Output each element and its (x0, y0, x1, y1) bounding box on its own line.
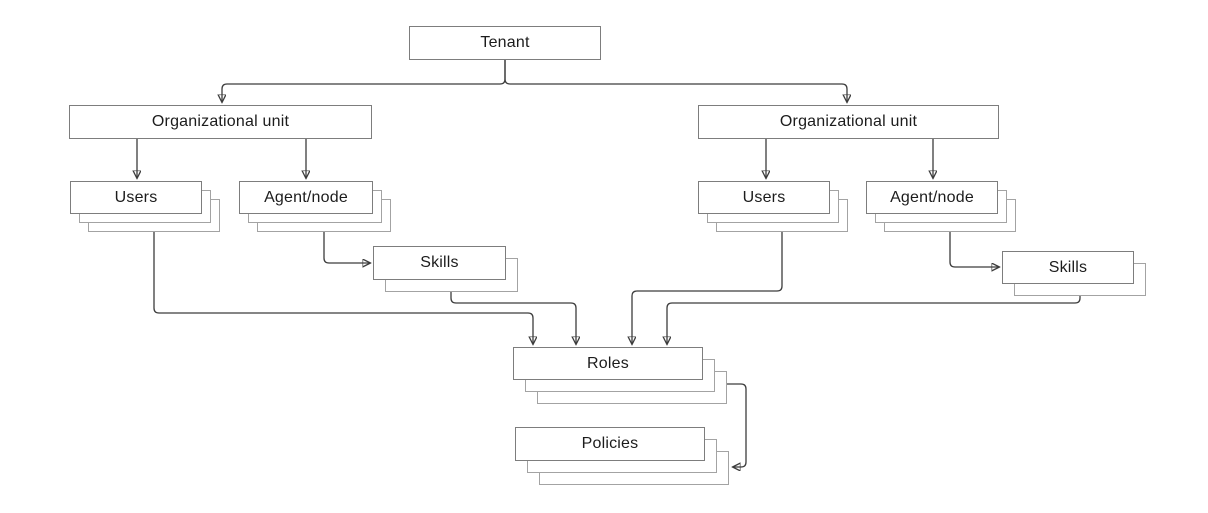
node-org-unit-right-label: Organizational unit (779, 113, 918, 130)
node-skills-left-label: Skills (420, 254, 459, 271)
node-org-unit-right: Organizational unit (698, 105, 999, 139)
edge-users-right-to-roles (632, 232, 783, 344)
node-skills-right: Skills (1002, 251, 1146, 296)
node-tenant-label: Tenant (480, 34, 530, 51)
node-org-unit-left-label: Organizational unit (151, 113, 290, 130)
node-skills-left: Skills (373, 246, 518, 292)
edge-agent-right-to-skills (949, 232, 999, 267)
edge-agent-left-to-skills (323, 232, 370, 263)
edge-tenant-to-org-right (504, 60, 847, 102)
node-agent-node-left-label: Agent/node (264, 188, 348, 206)
edge-roles-to-policies (727, 383, 747, 467)
edge-skills-right-to-roles (667, 296, 1081, 344)
edge-skills-left-to-roles (450, 292, 576, 344)
node-skills-right-label: Skills (1048, 258, 1088, 276)
node-tenant: Tenant (409, 26, 601, 60)
node-agent-node-right: Agent/node (866, 181, 1016, 232)
node-roles-label: Roles (587, 354, 629, 372)
node-agent-node-right-label: Agent/node (890, 188, 974, 206)
node-org-unit-left: Organizational unit (69, 105, 372, 139)
node-agent-node-left: Agent/node (239, 181, 391, 232)
node-users-left: Users (70, 181, 220, 232)
node-users-left-label: Users (114, 188, 158, 206)
node-users-right-label: Users (742, 188, 786, 206)
node-policies-label: Policies (581, 435, 639, 452)
node-roles: Roles (513, 347, 727, 404)
node-users-right: Users (698, 181, 848, 232)
edge-tenant-to-org-left (222, 60, 506, 102)
node-policies: Policies (515, 427, 729, 485)
